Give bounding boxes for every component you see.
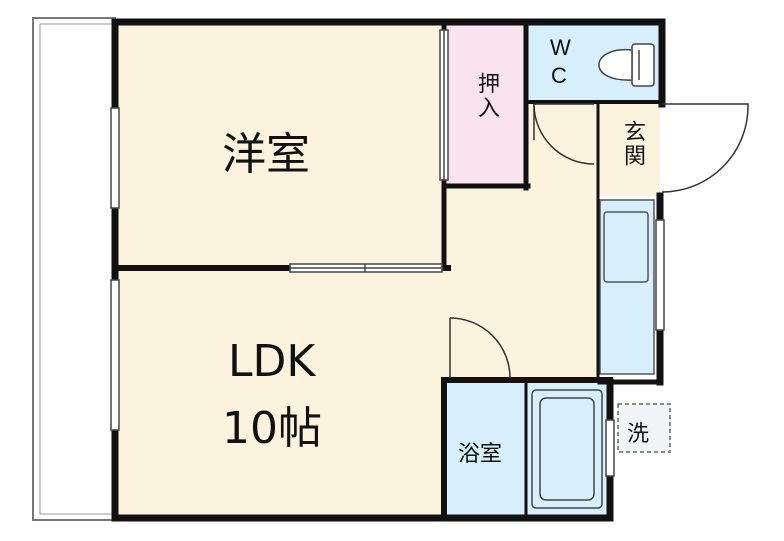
closet-label: 押入 — [474, 72, 499, 120]
toilet — [598, 43, 655, 87]
balcony — [32, 17, 116, 521]
western-room-label: 洋室 — [222, 129, 310, 180]
bathtub — [531, 389, 603, 509]
doors — [449, 103, 749, 379]
windows — [110, 107, 665, 477]
closet-floor — [444, 24, 524, 186]
kitchen-floor — [444, 104, 598, 380]
bathroom-label: 浴室 — [458, 442, 503, 467]
western-room-floor — [118, 24, 444, 268]
entrance-label: 玄関 — [620, 120, 645, 168]
entrance-floor — [598, 104, 660, 196]
kitchen-sink — [603, 211, 649, 283]
ldk-label: LDK — [228, 336, 316, 387]
washer-label: 洗 — [627, 422, 650, 447]
washer-space — [617, 403, 671, 453]
closet-door — [439, 29, 449, 181]
ldk-size-label: 10帖 — [222, 403, 322, 454]
ldk-floor — [118, 268, 448, 516]
wc-label-c: C — [551, 63, 567, 88]
wc-label-w: W — [550, 35, 571, 60]
